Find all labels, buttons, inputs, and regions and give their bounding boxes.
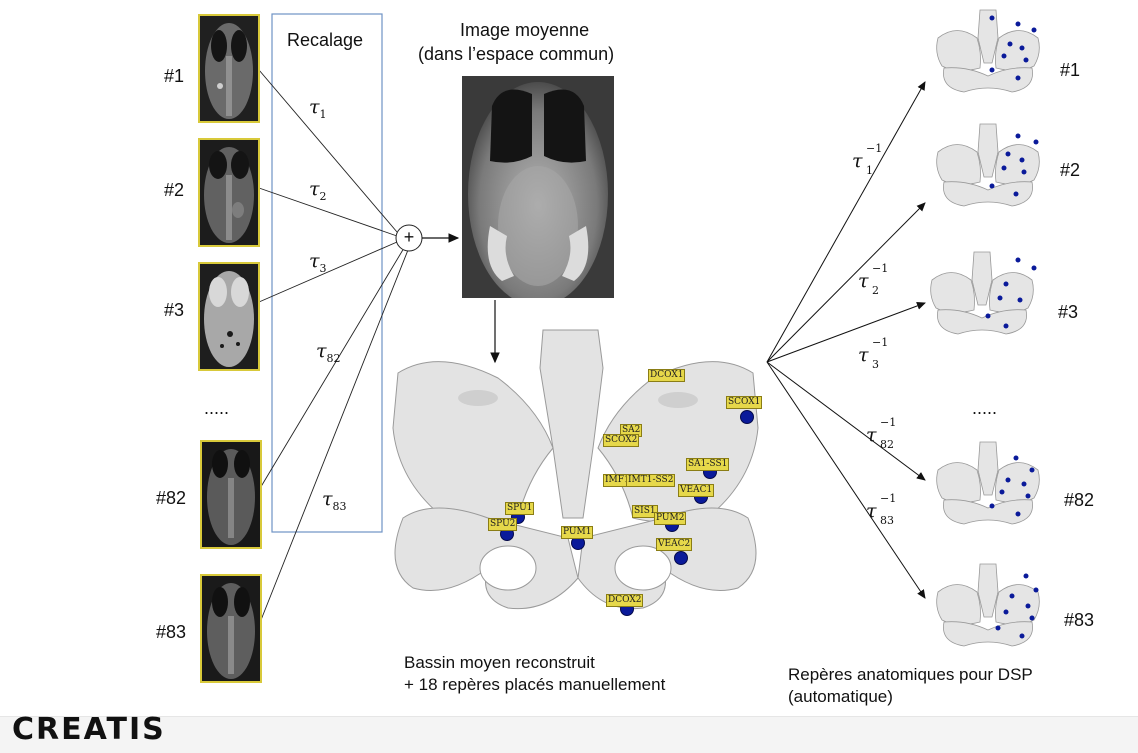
arrow-to-landmarks-83 — [767, 362, 925, 598]
ct-scan-83 — [200, 574, 262, 683]
scan-ellipsis: ..... — [204, 398, 229, 419]
pelvis-thumbnail-3 — [926, 250, 1038, 338]
landmarks-caption-line2: (automatique) — [788, 686, 893, 708]
landmark-tag-scox2: SCOX2 — [603, 434, 639, 447]
pelvis-thumbnail-82 — [932, 440, 1044, 528]
transform-label-83: τ83 — [322, 488, 347, 513]
transform-label-1: τ1 — [309, 96, 327, 121]
pelvis-thumbnail-83 — [932, 562, 1044, 650]
registration-label: Recalage — [287, 30, 363, 51]
ct-scan-3 — [198, 262, 260, 371]
landmark-tag-pum1: PUM1 — [561, 526, 593, 539]
landmark-tag-scox1: SCOX1 — [726, 396, 762, 409]
mean-image — [462, 76, 614, 298]
transform-label-3: τ3 — [309, 250, 327, 275]
mean-image-title-line2: (dans l’espace commun) — [418, 44, 614, 65]
pelvis-caption-line1: Bassin moyen reconstruit — [404, 652, 595, 674]
landmark-tag-veac1: VEAC1 — [678, 484, 714, 497]
ct-scan-1 — [198, 14, 260, 123]
arrow-to-landmarks-1 — [767, 82, 925, 362]
line-scan-3 — [259, 242, 397, 302]
line-scan-1 — [259, 70, 397, 232]
ct-scan-2 — [198, 138, 260, 247]
pelvis-thumbnail-1 — [932, 8, 1044, 96]
result-label-1: #1 — [1060, 60, 1080, 81]
transform-label-82: τ82 — [316, 340, 341, 365]
landmark-tag-spu2: SPU2 — [488, 518, 517, 531]
pelvis-thumbnail-2 — [932, 122, 1044, 210]
result-ellipsis: ..... — [972, 398, 997, 419]
landmark-tag-veac2: VEAC2 — [656, 538, 692, 551]
subject-label-3: #3 — [164, 300, 184, 321]
landmarks-caption-line1: Repères anatomiques pour DSP — [788, 664, 1033, 686]
transform-label-2: τ2 — [309, 178, 327, 203]
sum-symbol: + — [401, 227, 417, 247]
landmark-tag-sa1-ss1: SA1-SS1 — [686, 458, 729, 471]
result-label-2: #2 — [1060, 160, 1080, 181]
result-label-3: #3 — [1058, 302, 1078, 323]
subject-label-83: #83 — [156, 622, 186, 643]
line-scan-2 — [259, 188, 397, 236]
result-label-82: #82 — [1064, 490, 1094, 511]
landmark-tag-dcox1: DCOX1 — [648, 369, 685, 382]
pelvis-caption-line2: + 18 repères placés manuellement — [404, 674, 665, 696]
subject-label-2: #2 — [164, 180, 184, 201]
creatis-logo: CREATIS — [12, 712, 166, 747]
subject-label-1: #1 — [164, 66, 184, 87]
subject-label-82: #82 — [156, 488, 186, 509]
landmark-tag-dcox2: DCOX2 — [606, 594, 643, 607]
landmark-tag-pum2: PUM2 — [654, 512, 686, 525]
mean-image-title-line1: Image moyenne — [460, 20, 589, 41]
result-label-83: #83 — [1064, 610, 1094, 631]
landmark-dot-scox1 — [740, 410, 754, 424]
landmark-dot-veac2 — [674, 551, 688, 565]
arrow-to-landmarks-3 — [767, 303, 925, 362]
arrow-to-landmarks-82 — [767, 362, 925, 480]
ct-scan-82 — [200, 440, 262, 549]
landmark-tag-imt1-ss2: IMT1-SS2 — [626, 474, 675, 487]
landmark-tag-spu1: SPU1 — [505, 502, 534, 515]
arrow-to-landmarks-2 — [767, 203, 925, 362]
footer-bar — [0, 716, 1138, 753]
